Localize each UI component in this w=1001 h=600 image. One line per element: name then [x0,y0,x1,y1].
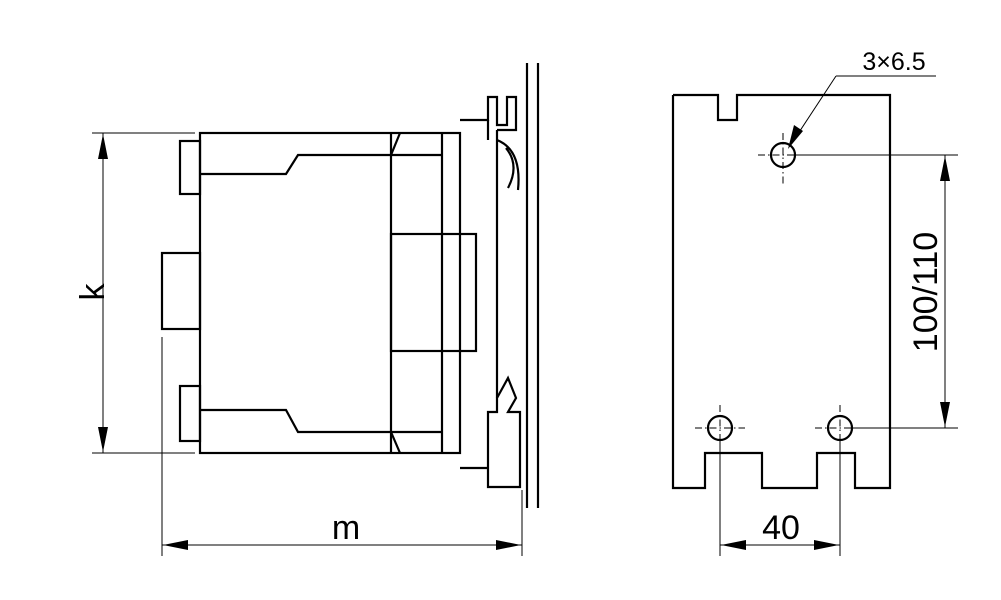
top-terminal [178,139,202,196]
rail-clip-lower [460,375,522,489]
dim-hole-spacing-h-label: 40 [762,509,800,547]
bottom-terminal [178,384,202,443]
hole-callout-label: 3×6.5 [862,48,925,76]
hole-callout: 3×6.5 [788,48,936,149]
contactor-body [198,131,462,455]
middle-terminal [160,251,202,331]
dimension-100-110: 100/110 [795,154,958,429]
front-cover-chamfer-bottom [389,431,402,454]
front-cover-chamfer-top [389,132,402,156]
front-view [671,93,892,490]
dim-depth-label: m [332,509,360,547]
upper-module-line [200,133,393,176]
dimension-40: 40 [719,440,841,556]
rail-clip-hook [496,138,520,191]
dim-hole-spacing-v-label: 100/110 [907,232,945,352]
side-view [160,63,540,508]
dimension-k: k [74,132,195,454]
dim-height-label: k [74,283,112,301]
dimension-m: m [161,337,523,556]
mounting-plate-outline [671,93,892,490]
push-button [389,232,478,353]
lower-module-line [200,408,393,453]
rail-clip-upper [460,95,518,132]
